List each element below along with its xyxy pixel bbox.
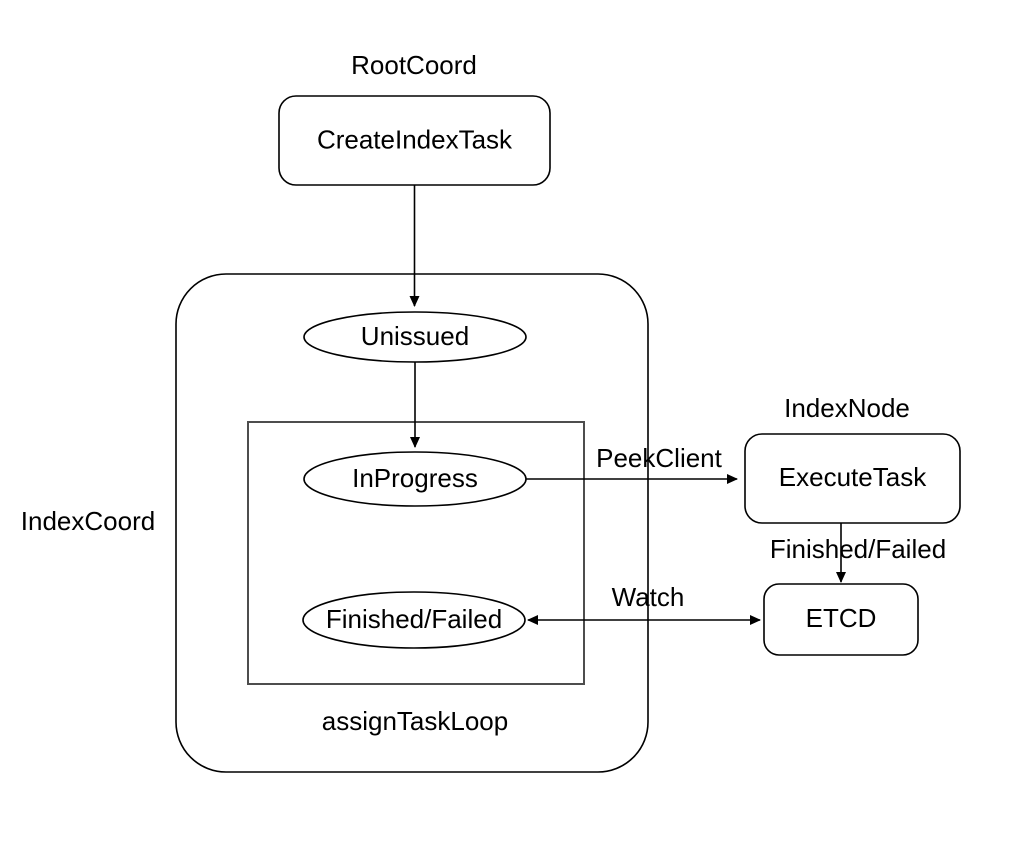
node-executetask[interactable]	[744, 433, 961, 524]
edge-label-finishedfailed: Finished/Failed	[770, 534, 946, 564]
node-label-finishedfailed: Finished/Failed	[326, 604, 502, 634]
group-container-indexcoord	[175, 273, 649, 773]
node-label-etcd: ETCD	[806, 603, 877, 633]
group-label-rootcoord: RootCoord	[351, 50, 477, 80]
edge-label-watch: Watch	[612, 582, 685, 612]
node-label-unissued: Unissued	[361, 321, 469, 351]
group-label-indexcoord: IndexCoord	[21, 506, 155, 536]
node-label-executetask: ExecuteTask	[779, 462, 927, 492]
group-container-assigntaskloop	[247, 421, 585, 685]
node-finishedfailed[interactable]	[302, 591, 526, 649]
group-label-assigntaskloop: assignTaskLoop	[322, 706, 508, 736]
node-label-createindextask: CreateIndexTask	[317, 124, 513, 154]
node-label-inprogress: InProgress	[352, 463, 478, 493]
group-label-indexnode: IndexNode	[784, 393, 910, 423]
node-etcd[interactable]	[763, 583, 919, 656]
edge-label-peekclient: PeekClient	[596, 443, 723, 473]
